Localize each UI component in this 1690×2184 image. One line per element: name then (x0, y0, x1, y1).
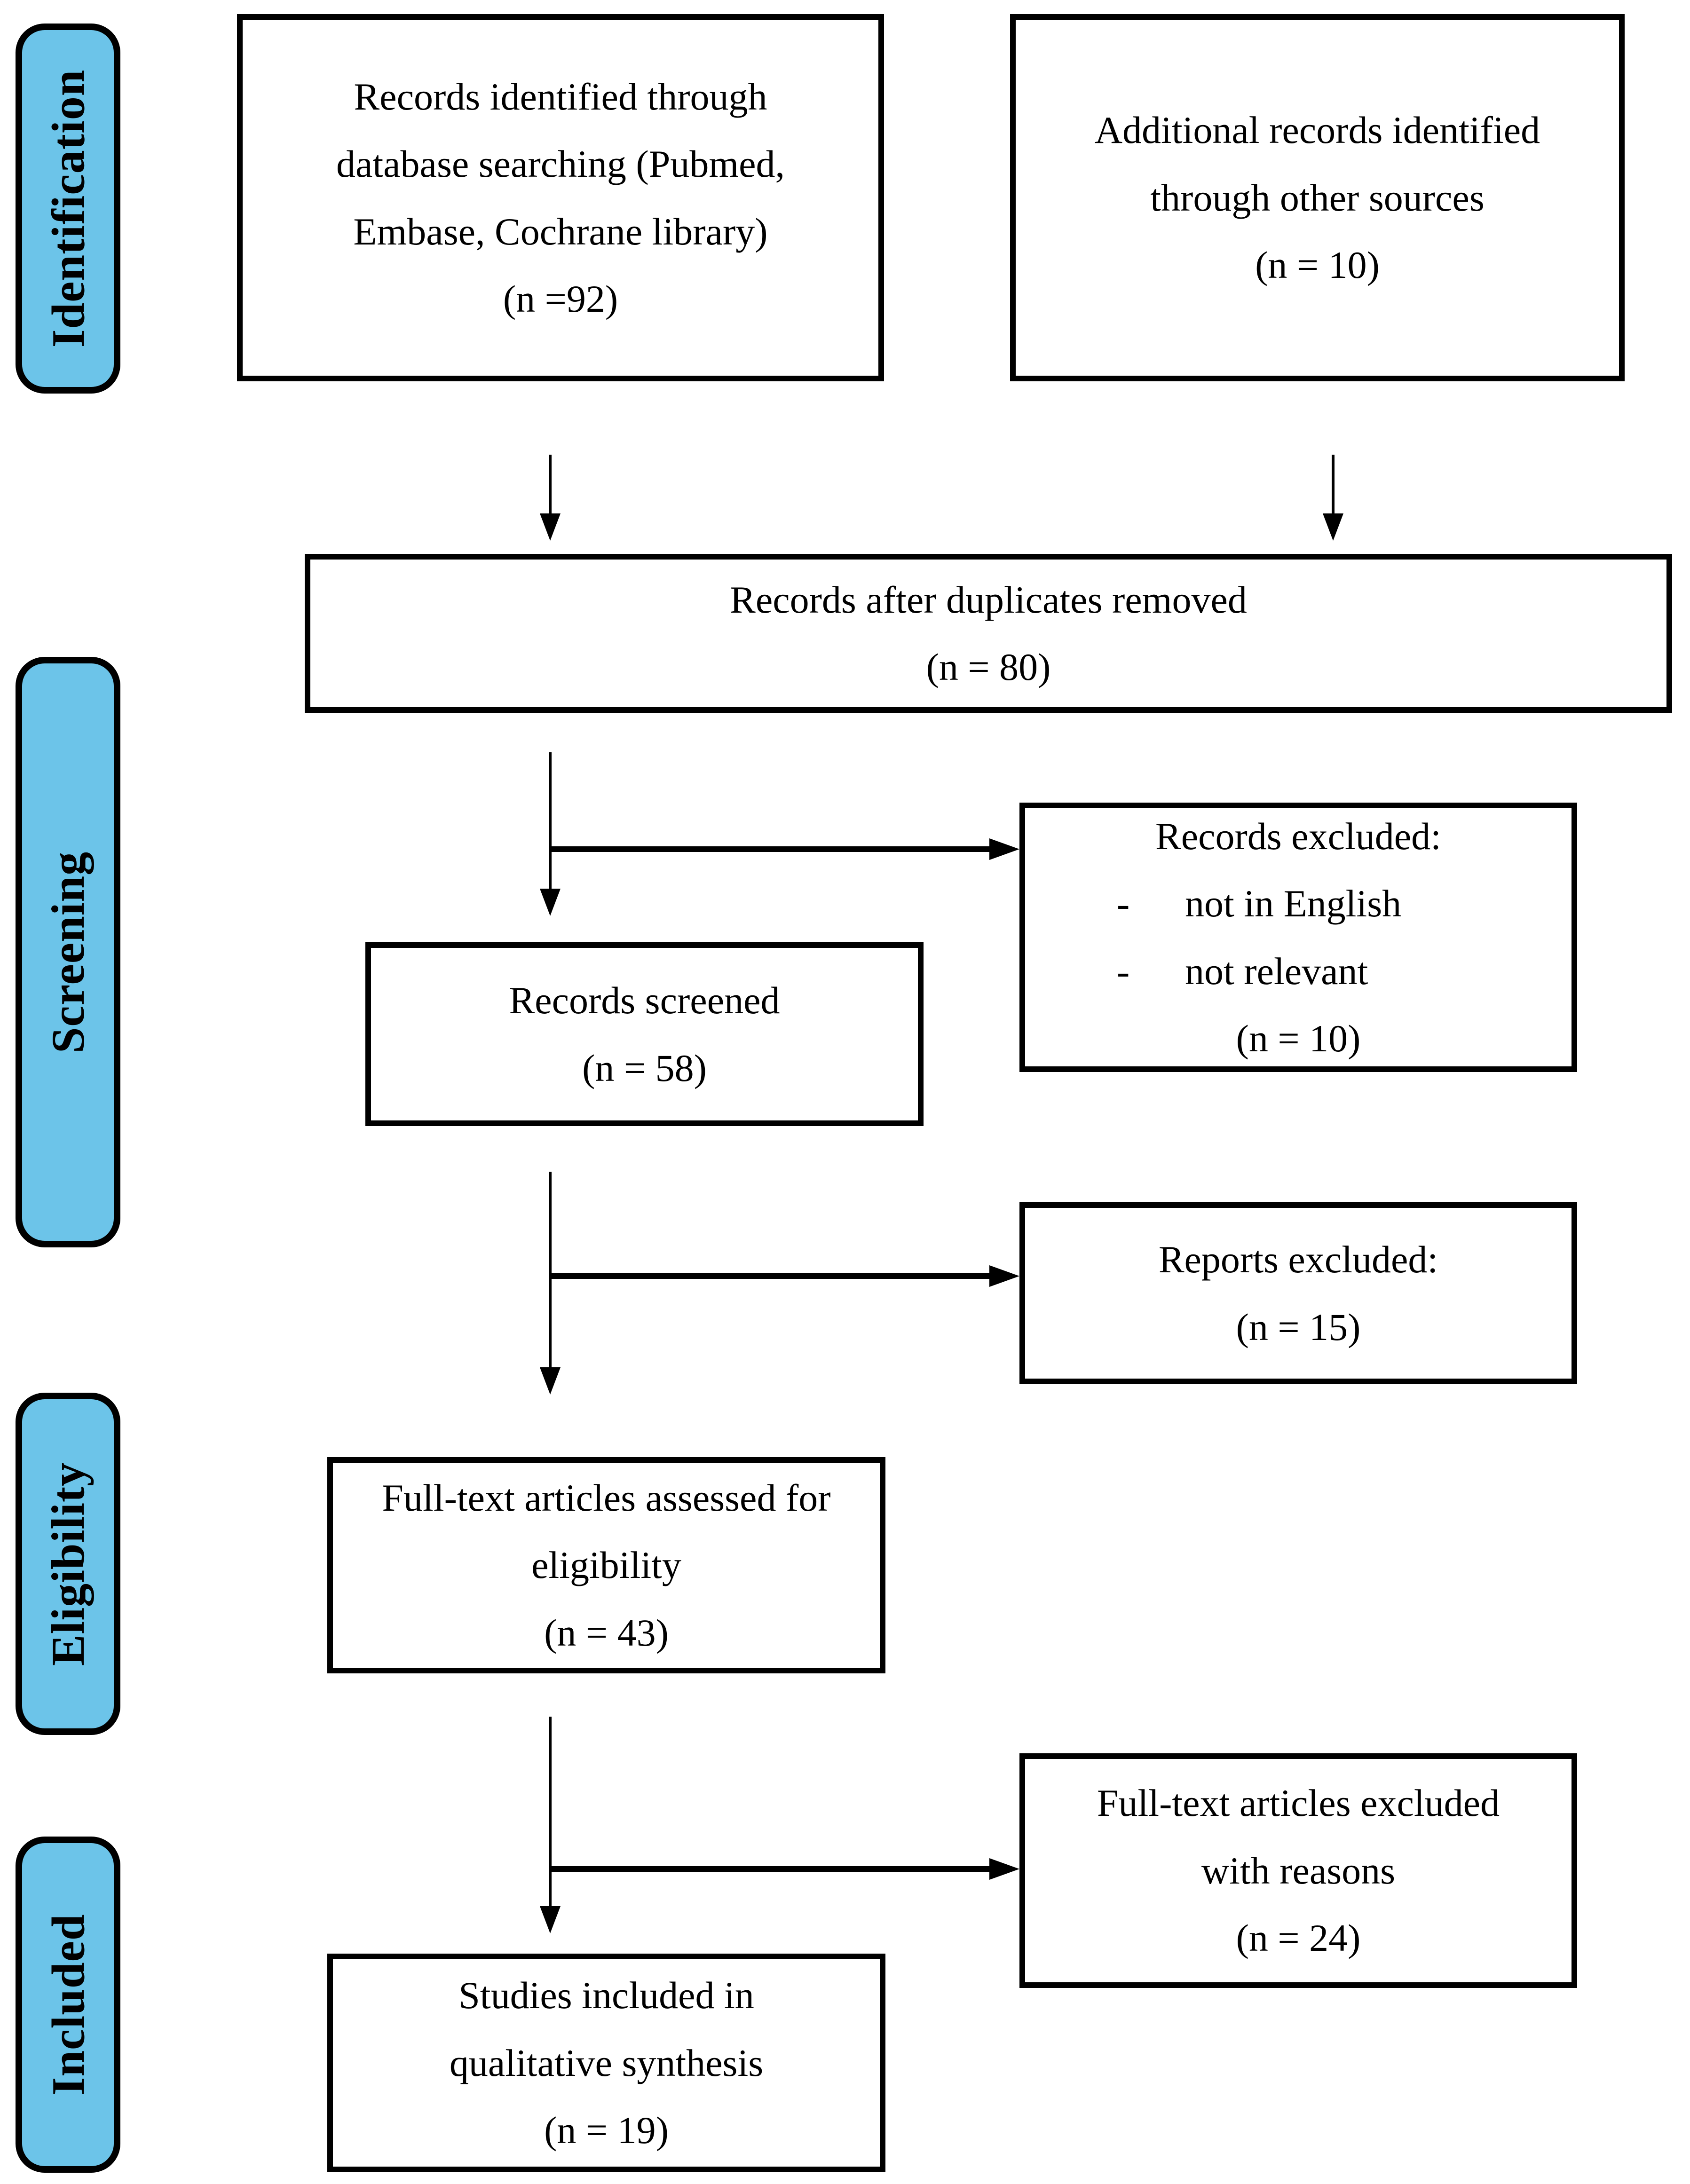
arrow-shaft-branch-reports-excluded (550, 1273, 989, 1279)
box-line: eligibility (531, 1544, 681, 1587)
box-line: database searching (Pubmed, (336, 142, 785, 185)
bullet-marker: - (1117, 882, 1130, 925)
box-line: Full-text articles assessed for (382, 1476, 831, 1519)
arrow-right-icon (989, 1858, 1019, 1880)
bullet-text: not in English (1185, 882, 1402, 925)
bullet-marker: - (1117, 949, 1130, 993)
box-line: through other sources (1150, 176, 1485, 219)
arrow-down-icon (540, 1367, 561, 1395)
box-count: (n = 19) (544, 2109, 669, 2152)
box-count: (n = 15) (1236, 1305, 1361, 1348)
arrow-shaft-dedup-to-screened (549, 752, 552, 889)
box-line: Additional records identified (1094, 109, 1540, 152)
box-duplicates-removed: Records after duplicates removed (n = 80… (305, 554, 1672, 713)
box-qualitative-synthesis: Studies included in qualitative synthesi… (327, 1954, 885, 2172)
stage-label-included: Included (16, 1837, 120, 2173)
arrow-shaft-branch-records-excluded (550, 846, 989, 852)
box-count: (n = 24) (1236, 1916, 1361, 1960)
box-line: Records screened (509, 979, 780, 1022)
box-fulltext-excluded: Full-text articles excluded with reasons… (1019, 1753, 1577, 1988)
stage-label-identification: Identification (16, 24, 120, 394)
box-count: (n = 10) (1236, 1017, 1361, 1060)
arrow-shaft-branch-fulltext-excluded (550, 1866, 989, 1872)
box-reports-excluded: Reports excluded: (n = 15) (1019, 1202, 1577, 1384)
stage-label-text: Included (42, 1914, 94, 2096)
arrow-shaft-additional-to-dedup (1332, 455, 1335, 513)
box-additional-records: Additional records identified through ot… (1010, 14, 1625, 381)
arrow-down-icon (540, 513, 561, 541)
box-line: qualitative synthesis (449, 2041, 764, 2084)
box-line: Records after duplicates removed (730, 578, 1247, 621)
stage-label-text: Screening (42, 851, 94, 1053)
stage-label-eligibility: Eligibility (16, 1393, 120, 1735)
arrow-right-icon (989, 1265, 1019, 1287)
bullet-item: - not relevant (1025, 938, 1572, 1005)
arrow-shaft-screened-to-fulltext (549, 1172, 552, 1367)
box-title: Records excluded: (1155, 814, 1441, 858)
stage-label-text: Eligibility (42, 1462, 95, 1666)
stage-label-screening: Screening (16, 657, 120, 1247)
arrow-shaft-identified-to-dedup (549, 455, 552, 513)
box-count: (n = 43) (544, 1611, 669, 1654)
box-records-screened: Records screened (n = 58) (365, 942, 924, 1126)
box-line: with reasons (1201, 1849, 1396, 1892)
box-line: Full-text articles excluded (1097, 1782, 1500, 1825)
arrow-down-icon (540, 1906, 561, 1933)
arrow-down-icon (540, 889, 561, 916)
bullet-text: not relevant (1185, 949, 1368, 993)
box-title: Reports excluded: (1158, 1238, 1438, 1281)
box-line: Records identified through (354, 75, 767, 118)
arrow-right-icon (989, 838, 1019, 860)
box-fulltext-assessed: Full-text articles assessed for eligibil… (327, 1457, 885, 1673)
box-count: (n =92) (503, 277, 618, 320)
stage-label-text: Identification (42, 69, 95, 348)
box-count: (n = 58) (582, 1046, 707, 1089)
bullet-item: - not in English (1025, 870, 1572, 938)
arrow-shaft-fulltext-to-qualitative (549, 1717, 552, 1906)
box-line: Studies included in (458, 1974, 754, 2017)
box-count: (n = 80) (926, 646, 1051, 688)
box-records-identified: Records identified through database sear… (237, 14, 884, 381)
arrow-down-icon (1323, 513, 1343, 541)
box-count: (n = 10) (1255, 244, 1380, 287)
box-line: Embase, Cochrane library) (353, 210, 768, 253)
box-records-excluded: Records excluded: - not in English - not… (1019, 803, 1577, 1072)
